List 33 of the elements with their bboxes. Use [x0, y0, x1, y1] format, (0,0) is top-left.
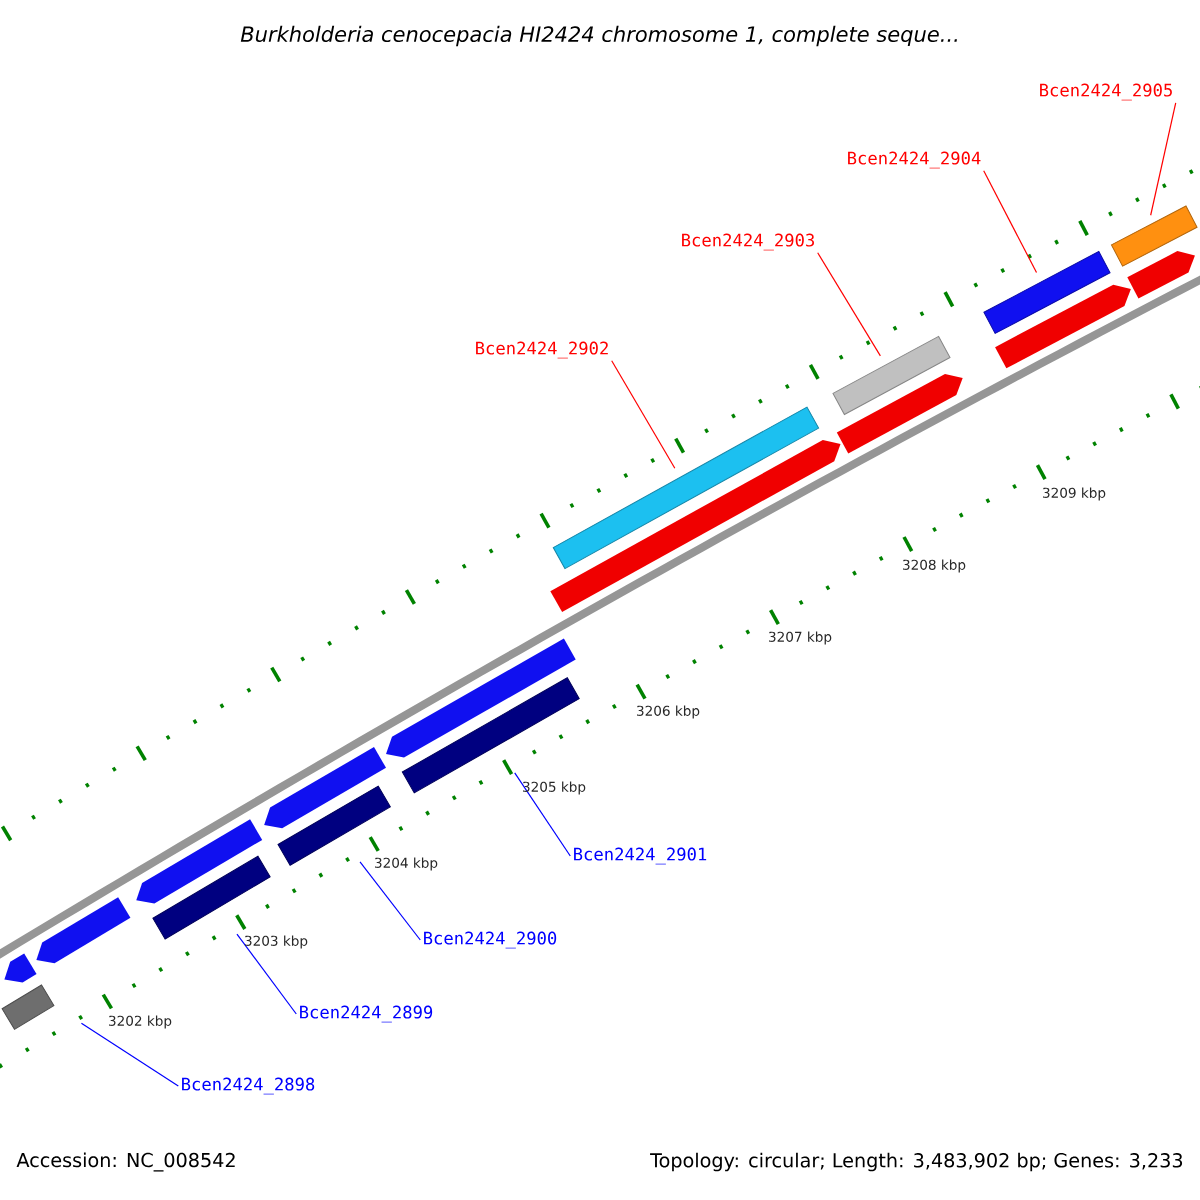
leader-line [817, 252, 881, 357]
leader-line [983, 170, 1038, 274]
gene-label: Bcen2424_2902 [476, 341, 608, 359]
gene-bar [386, 638, 576, 758]
gene-bar [136, 819, 263, 904]
gene-bar [1, 984, 55, 1030]
gene-label: Bcen2424_2899 [300, 1005, 433, 1023]
gene-bar [552, 406, 820, 570]
gene-bar [995, 284, 1131, 369]
gene-bar [983, 250, 1111, 334]
gene-label: Bcen2424_2904 [848, 151, 981, 169]
gene-bar [832, 335, 951, 415]
gene-label: Bcen2424_2898 [182, 1077, 315, 1095]
accession-text: Accession: NC_008542 [16, 1152, 235, 1172]
leader-line [80, 1022, 179, 1087]
gene-label: Bcen2424_2905 [1040, 83, 1172, 101]
gene-label: Bcen2424_2900 [424, 931, 557, 949]
genome-info-text: Topology: circular; Length: 3,483,902 bp; Genes: 3,233 [650, 1152, 1183, 1172]
gene-bar [1127, 251, 1195, 299]
leader-line [611, 360, 676, 469]
gene-label: Bcen2424_2901 [574, 847, 707, 865]
gene-bar [836, 373, 963, 454]
leader-line [359, 861, 421, 941]
gene-bar [36, 897, 131, 964]
gene-bar [264, 747, 387, 829]
gene-bar [4, 953, 37, 983]
leader-line [514, 772, 571, 857]
title: Burkholderia cenocepacia HI2424 chromosome 1, complete seque... [240, 25, 957, 47]
gene-bar [1111, 205, 1198, 267]
leader-line [236, 933, 297, 1015]
leader-line [1150, 102, 1177, 216]
gene-label: Bcen2424_2903 [682, 233, 814, 251]
gene-bar [550, 440, 841, 613]
